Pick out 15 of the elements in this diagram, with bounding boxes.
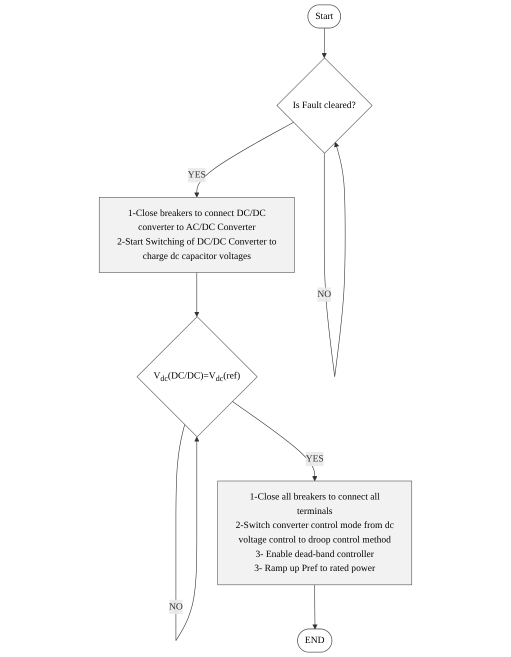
arrow: [232, 401, 318, 482]
arrow: [312, 584, 318, 630]
node-box: 1-Close all breakers to connect all terminals 2-Switch converter control mode from dc voltage control to droop control method 3- Enable dead-band controller 3- Ramp up Pref to rated power: [217, 480, 412, 586]
edge-label: NO: [169, 602, 183, 612]
node-diamond: V$_{dc}$(DC/DC)=V$_{dc}$(ref): [136, 316, 258, 438]
edge-label: YES: [306, 454, 324, 464]
arrow: [194, 272, 200, 317]
edge-label: YES: [188, 170, 206, 180]
arrow: [322, 28, 327, 58]
edge-label: NO: [317, 289, 332, 300]
arrow: [176, 424, 200, 641]
node-box: 1-Close breakers to connect DC/DC converter to AC/DC Converter 2-Start Switching of DC/DC Converter to charge dc capacitor voltages: [98, 197, 295, 273]
arrow: [324, 142, 346, 378]
node-diamond: Is Fault cleared?: [276, 57, 373, 154]
arrow: [194, 122, 294, 198]
